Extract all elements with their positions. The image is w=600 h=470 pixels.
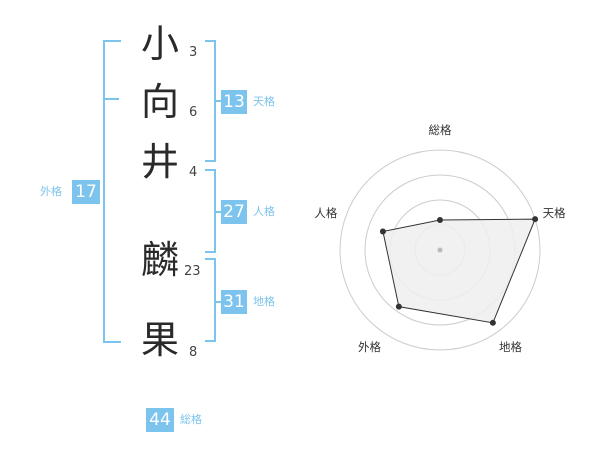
radar-axis-label-3: 地格	[499, 340, 522, 354]
radar-point-2	[532, 216, 539, 223]
jinkaku-label: 人格	[253, 205, 275, 218]
stroke-count-5: 8	[189, 345, 198, 360]
name-char-4: 麟	[140, 238, 179, 282]
stroke-count-4: 23	[184, 264, 201, 279]
radar-point-4	[395, 303, 402, 310]
radar-point-3	[489, 319, 496, 326]
radar-axis-label-2: 天格	[543, 206, 566, 220]
radar-axis-label-1: 総格	[429, 123, 452, 137]
jinkaku-value: 27	[221, 200, 247, 224]
gaikaku-value: 17	[72, 180, 100, 204]
radar-area	[382, 218, 536, 324]
gaikaku-bracket-tick	[103, 98, 119, 100]
name-char-5: 果	[140, 318, 179, 362]
chikaku-value: 31	[221, 290, 247, 314]
tenkaku-bracket-tick	[214, 100, 222, 102]
tenkaku-label: 天格	[253, 95, 275, 108]
radar-points	[379, 216, 539, 326]
tenkaku-value: 13	[221, 90, 247, 114]
soukaku-label: 総格	[180, 413, 202, 426]
name-char-2: 向	[140, 80, 179, 124]
stroke-count-1: 3	[189, 45, 198, 60]
soukaku-value: 44	[146, 408, 174, 432]
stroke-count-3: 4	[189, 165, 198, 180]
name-char-3: 井	[140, 140, 179, 184]
radar-point-5	[379, 228, 386, 235]
radar-center	[437, 247, 443, 253]
chikaku-bracket	[205, 258, 216, 342]
stroke-count-2: 6	[189, 105, 198, 120]
chikaku-label: 地格	[253, 295, 275, 308]
radar-ring-4	[339, 149, 541, 351]
radar-point-1	[437, 217, 443, 223]
gaikaku-label: 外格	[40, 185, 62, 198]
gaikaku-bracket	[103, 40, 121, 343]
jinkaku-bracket-tick	[214, 211, 222, 213]
radar-axis-label-4: 外格	[358, 340, 381, 354]
name-char-1: 小	[140, 22, 179, 66]
radar-axis-label-5: 人格	[314, 206, 337, 220]
chikaku-bracket-tick	[214, 301, 222, 303]
